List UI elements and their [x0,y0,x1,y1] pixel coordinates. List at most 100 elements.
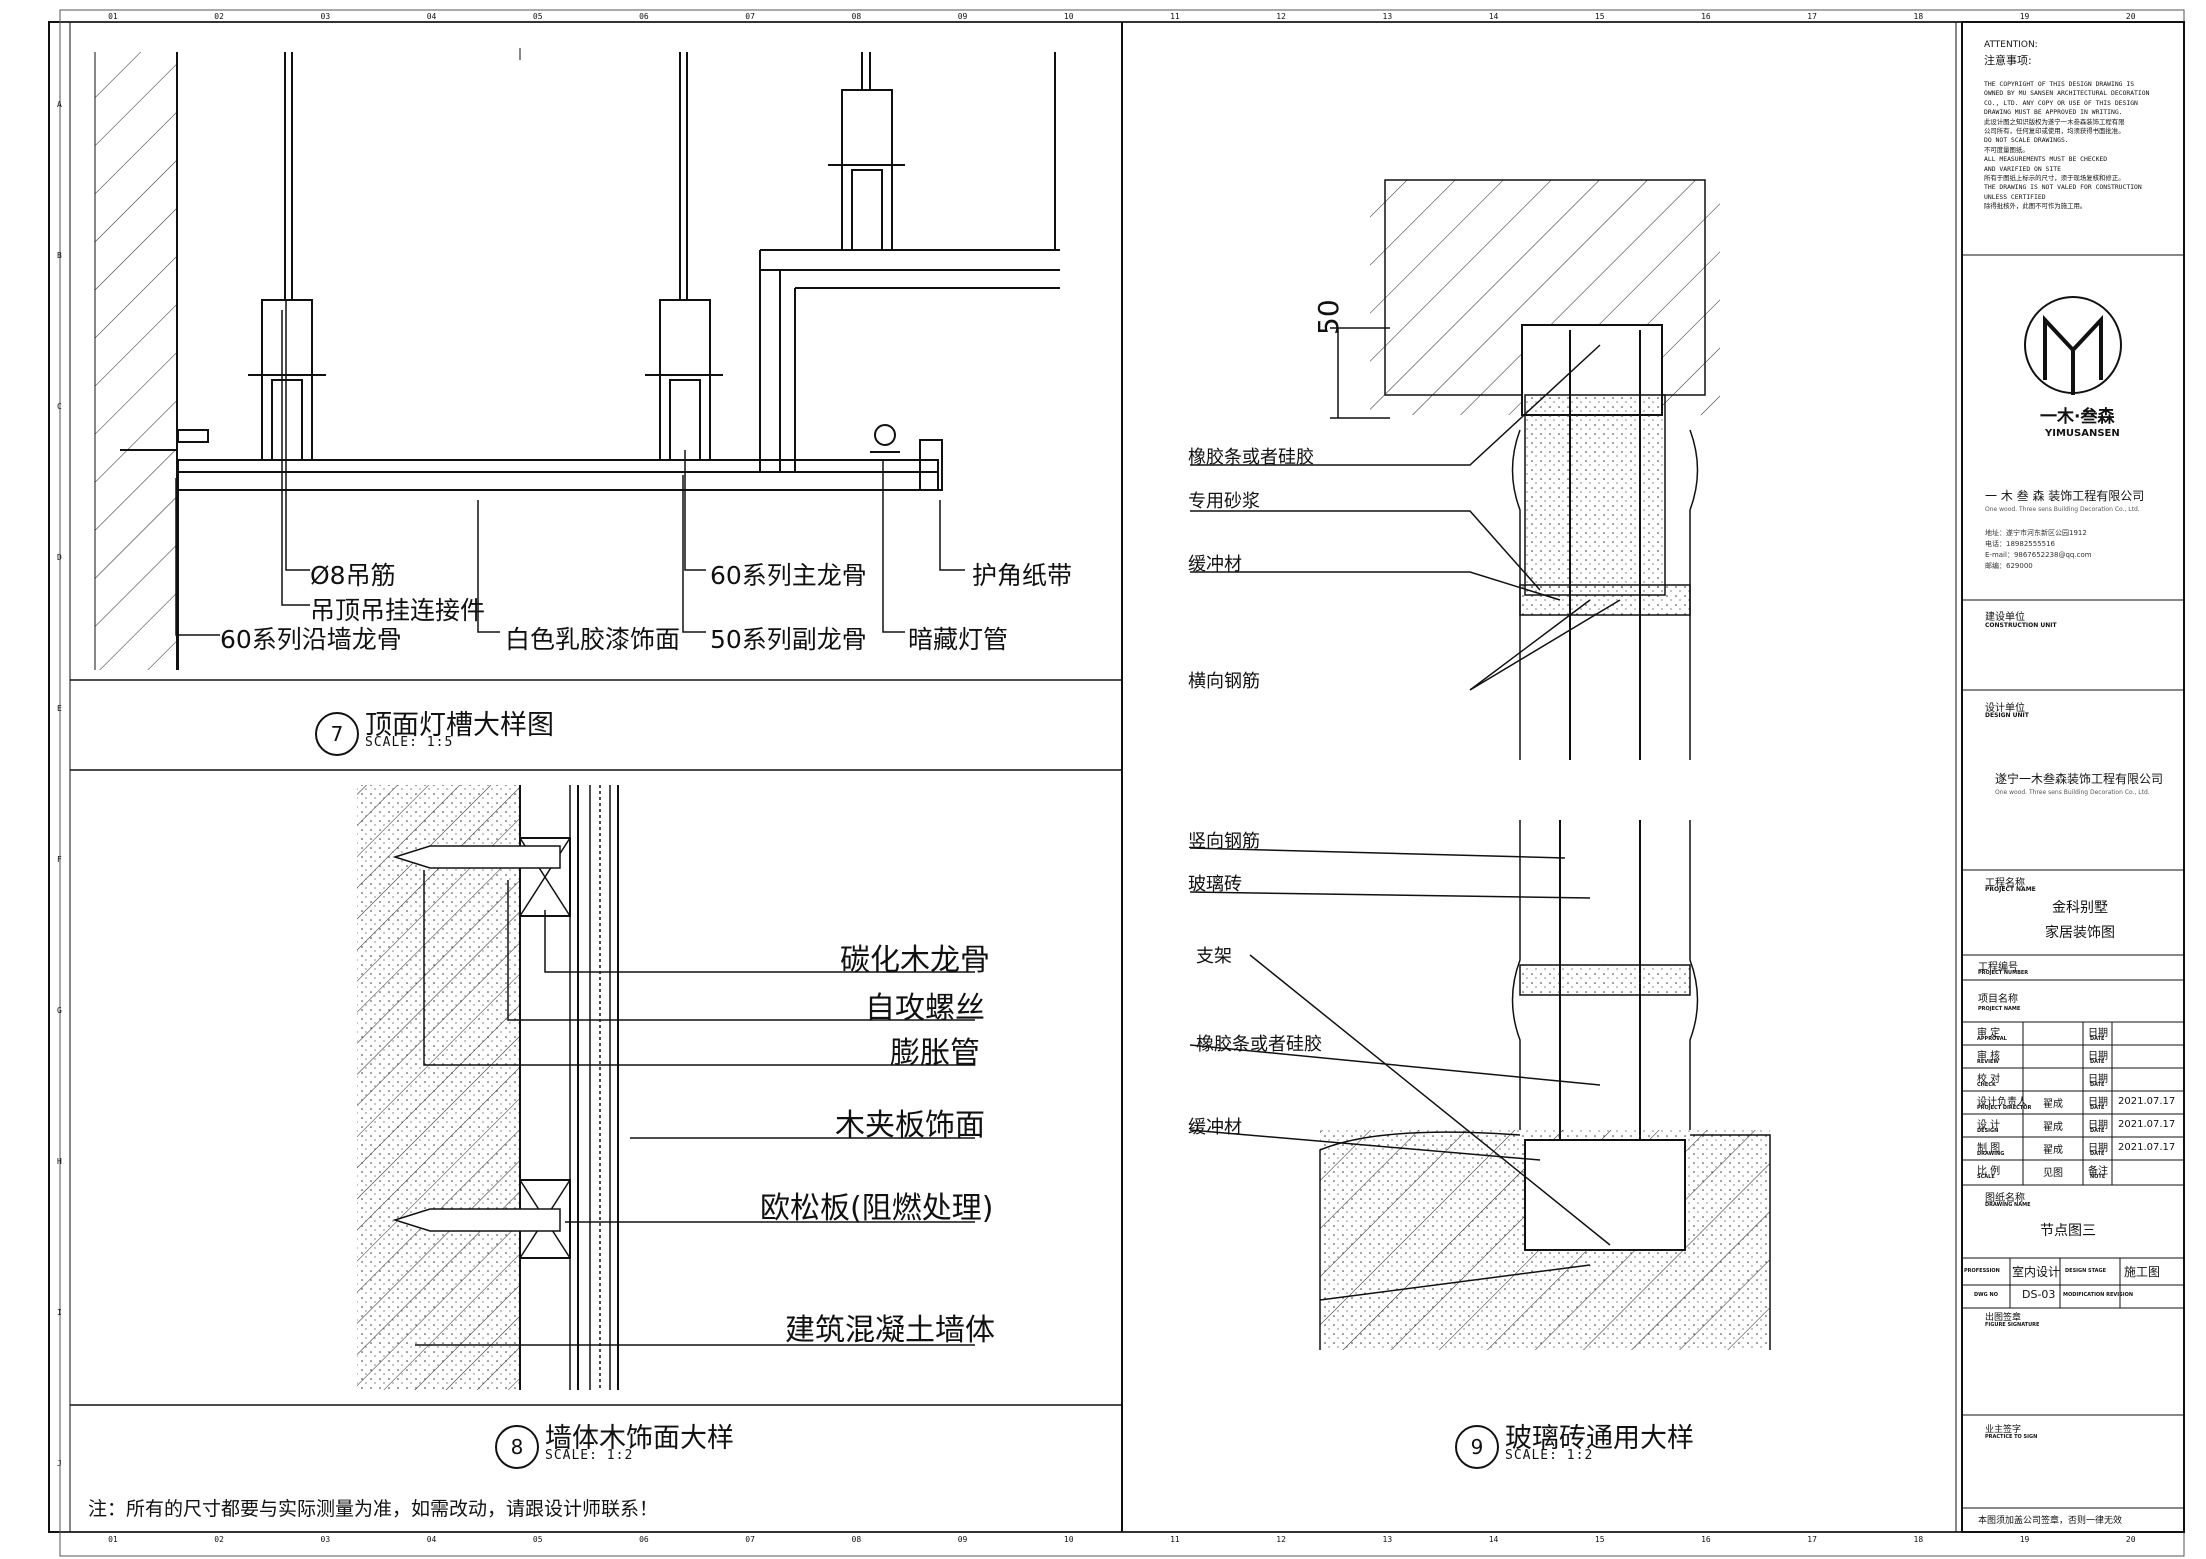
detail9-number: 9 [1455,1425,1499,1469]
grid-col-03-top: 03 [320,12,331,21]
attention-line: THE COPYRIGHT OF THIS DESIGN DRAWING IS [1984,80,2135,88]
detail9-scale: SCALE: 1:2 [1505,1448,1594,1463]
signoff-label-en: DRAWING [1977,1151,2005,1157]
grid-col-09-top: 09 [957,12,968,21]
grid-row-C: C [57,402,62,411]
attention-line: 所有于图纸上标示的尺寸，须于现场复核和修正。 [1984,174,2125,183]
drawing-name: 节点图三 [2040,1223,2096,1239]
item-name-label-en: PROJECT NAME [1978,1006,2021,1012]
label-hanger: 吊顶吊挂连接件 [310,596,486,625]
detail9-title: 玻璃砖通用大样 [1505,1423,1694,1454]
attention-line: 此设计图之知识版权为遂宁一木叁森装饰工程有限 [1984,117,2125,126]
label-anchor: 膨胀管 [890,1036,980,1071]
signoff-label: 审 核 [1977,1051,2001,1062]
grid-col-04-bottom: 04 [426,1535,437,1544]
detail9-leaders [1189,344,1621,1246]
signoff-label-en: PROJECT DIRECTOR [1977,1105,2032,1111]
label-glass-brick: 玻璃砖 [1188,874,1242,895]
label-lamp: 暗藏灯管 [908,625,1009,654]
footer-note: 本图须加盖公司签章，否则一律无效 [1978,1516,2123,1526]
company-name: 一 木 叁 森 装饰工程有限公司 [1985,489,2145,503]
owner-signature: 业主签字 [1985,1425,2022,1435]
project-name-2: 家居装饰图 [2045,925,2115,941]
signoff-date-en: DATE [2090,1105,2105,1111]
grid-col-04-top: 04 [426,12,437,21]
grid-row-I: I [57,1308,62,1317]
attention-line: OWNED BY MU SANSEN ARCHITECTURAL DECORAT… [1984,89,2150,98]
grid-col-13-bottom: 13 [1382,1535,1393,1544]
grid-col-17-top: 17 [1807,12,1817,21]
signoff-date: 2021.07.17 [2118,1142,2176,1153]
label-h-rebar: 横向钢筋 [1188,671,1260,692]
grid-col-01-bottom: 01 [108,1535,118,1544]
attention-line: AND VARIFIED ON SITE [1984,164,2061,173]
grid-row-D: D [57,553,62,562]
label-rod: Ø8吊筋 [310,561,396,590]
design-stage-label: DESIGN STAGE [2065,1268,2107,1274]
design-unit-en: DESIGN UNIT [1985,712,2029,719]
signoff-date-en: DATE [2090,1151,2105,1157]
detail7-scale: SCALE: 1:5 [365,735,454,750]
signoff-date-en: DATE [2090,1128,2105,1134]
grid-col-10-top: 10 [1063,12,1074,21]
figure-signature: 出图签章 [1985,1313,2022,1323]
grid-col-16-bottom: 16 [1701,1535,1711,1544]
signoff-label: 设 计 [1977,1120,2001,1131]
label-main-keel: 60系列主龙骨 [710,561,867,590]
construction-unit: 建设单位 [1985,612,2025,623]
signoff-date-en: DATE [2090,1082,2105,1088]
signoff-date-label: 日期 [2088,1143,2108,1154]
signoff-date-label: 日期 [2088,1120,2108,1131]
signoff-label: 校 对 [1977,1074,2001,1085]
signoff-date-label: 日期 [2088,1074,2108,1085]
address-line: 地址：遂宁市河东新区公园1912 [1985,529,2087,537]
detail7-title: 顶面灯槽大样图 [365,710,554,741]
grid-col-14-top: 14 [1488,12,1499,21]
revision-label: MODIFICATION REVISION [2063,1292,2134,1298]
signoff-date-label: 日期 [2088,1051,2108,1062]
signoff-label-en: REVIEW [1977,1059,1999,1065]
grid-col-15-top: 15 [1594,12,1605,21]
detail8-leaders [415,870,975,1346]
grid-col-16-top: 16 [1701,12,1711,21]
signoff-label-en: APPROVAL [1977,1036,2007,1042]
attention-line: ALL MEASUREMENTS MUST BE CHECKED [1984,155,2108,164]
signoff-label: 设计负责人 [1977,1097,2027,1108]
signoff-date-label: 备注 [2088,1166,2108,1177]
design-stage: 施工图 [2124,1265,2161,1279]
profession: 室内设计 [2012,1265,2061,1279]
signoff-label: 比 例 [1977,1166,2001,1177]
item-name-label: 项目名称 [1978,994,2018,1005]
attention-line: DO NOT SCALE DRAWINGS. [1984,136,2069,145]
label-screw: 自攻螺丝 [865,991,985,1026]
grid-row-G: G [57,1006,62,1015]
grid-col-11-bottom: 11 [1170,1535,1180,1544]
grid-row-A: A [57,100,62,109]
label-buffer-top: 缓冲材 [1188,554,1242,575]
grid-col-20-bottom: 20 [2125,1535,2136,1544]
label-rubber-top: 橡胶条或者硅胶 [1188,447,1314,468]
grid-col-06-bottom: 06 [639,1535,649,1544]
address-line: E-mail：9867652238@qq.com [1985,551,2092,559]
label-plywood: 木夹板饰面 [835,1108,985,1143]
label-tape: 护角纸带 [972,561,1073,590]
label-rubber-bottom: 橡胶条或者硅胶 [1196,1034,1322,1055]
profession-label: PROFESSION [1964,1268,2000,1274]
detail8-drawing [357,785,619,1390]
attention-line: 除得批核外，此图不可作为施工用。 [1984,202,2087,211]
attention-cn: 注意事项: [1984,54,2032,67]
attention-line: 公司所有，任何复印或使用，均须获得书面批准。 [1984,127,2125,136]
grid-col-08-bottom: 08 [851,1535,862,1544]
project-number-label-en: PROJECT NUMBER [1978,970,2029,976]
label-bracket: 支架 [1196,946,1232,967]
dimension-50: 50 [1312,299,1345,335]
grid-col-05-top: 05 [532,12,543,21]
grid-col-06-top: 06 [639,12,649,21]
drawing-name-label: 图纸名称 [1985,1193,2025,1204]
signoff-label: 审 定 [1977,1028,2001,1039]
address-line: 电话：18982555516 [1985,540,2055,548]
grid-col-20-top: 20 [2125,12,2136,21]
label-wall-keel: 60系列沿墙龙骨 [220,625,402,654]
figure-signature-en: FIGURE SIGNATURE [1985,1322,2040,1328]
